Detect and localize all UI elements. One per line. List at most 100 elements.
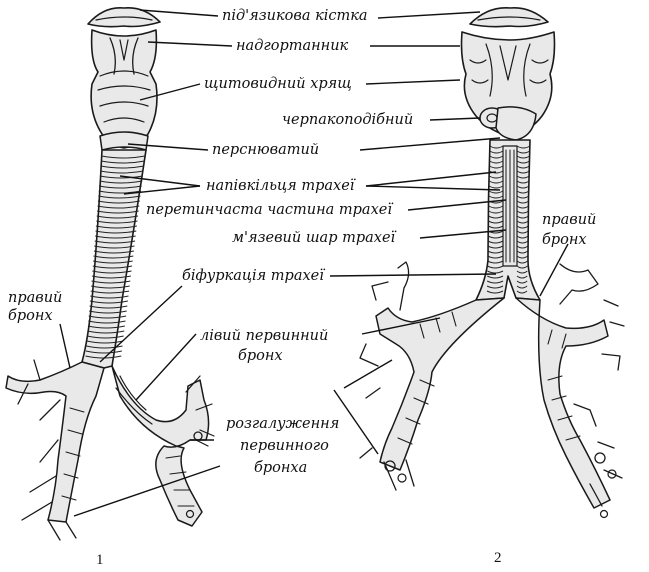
fig2-trachea-ring-right — [516, 165, 530, 169]
label-left-primary-line2: бронх — [238, 348, 283, 364]
fig1-trachea-ring — [100, 165, 145, 169]
fig2-trachea-ring-right — [516, 160, 530, 164]
fig2-trachea-ring-right — [516, 195, 530, 199]
fig1-trachea-ring — [100, 170, 144, 174]
fig1-trachea-ring — [90, 290, 130, 294]
label-right-bronchus-fig2-line2: бронх — [542, 232, 587, 248]
fig2-trachea-ring-right — [516, 280, 528, 284]
fig2-trachea-ring-left — [489, 165, 504, 169]
fig1-trachea-ring — [101, 155, 146, 159]
fig2-trachea-ring-left — [488, 215, 504, 219]
fig2-trachea-ring-right — [516, 275, 528, 279]
fig1-trachea-ring — [93, 250, 134, 254]
fig2-trachea-ring-right — [516, 260, 528, 264]
fig2-trachea-ring-left — [487, 265, 504, 269]
fig2-trachea-ring-left — [487, 275, 504, 279]
label-left-primary-line1: лівий первинний — [200, 328, 328, 344]
fig1-trachea-ring — [92, 270, 132, 274]
fig1-trachea-ring — [93, 255, 134, 259]
leader-muscular — [419, 229, 507, 239]
fig1-trachea-ring — [85, 350, 122, 354]
leader-halfring-fig2a — [365, 171, 497, 187]
leader-thyroid-fig1 — [139, 83, 201, 101]
leader-thyroid-fig2 — [365, 79, 461, 85]
fig1-trachea-ring — [90, 295, 129, 299]
leader-membranous — [407, 199, 507, 211]
label-right-bronchus-fig2-line1: правий — [542, 212, 596, 228]
fig1-trachea-ring — [96, 215, 139, 219]
fig2-trachea-ring-left — [489, 145, 504, 149]
label-right-bronchus-fig1-line1: правий — [8, 290, 62, 306]
leader-left-primary-fig1 — [135, 333, 197, 401]
fig2-trachea-ring-left — [487, 245, 504, 249]
fig2-trachea-ring-left — [487, 270, 504, 274]
fig2-right-bronchus — [515, 263, 625, 519]
fig2-trachea-ring-left — [488, 205, 504, 209]
fig2-trachea-ring-right — [516, 150, 531, 154]
fig1-left-bronchus — [111, 365, 215, 527]
fig1-trachea — [81, 149, 147, 369]
fig2-trachea-ring-right — [516, 220, 529, 224]
figure-number-1: 1 — [96, 552, 104, 568]
fig2-trachea-ring-right — [516, 270, 528, 274]
fig2-trachea-ring-right — [516, 285, 528, 289]
label-muscular-layer: м'язевий шар трахеї — [232, 230, 397, 246]
leader-cricoid-fig2 — [359, 137, 501, 151]
fig1-trachea-ring — [89, 300, 128, 304]
label-arytenoid: черпакоподібний — [282, 112, 413, 128]
leader-halfring-fig1b — [123, 185, 201, 195]
fig2-trachea-ring-right — [516, 210, 529, 214]
fig1-trachea-ring — [97, 210, 139, 214]
fig1-hyoid-bone — [87, 6, 161, 28]
fig1-trachea-ring — [88, 320, 126, 324]
fig2-trachea-ring-right — [516, 145, 531, 149]
fig1-larynx — [90, 29, 158, 149]
fig1-trachea-ring — [95, 230, 137, 234]
fig2-trachea-ring-left — [489, 150, 504, 154]
fig2-trachea-ring-left — [488, 225, 504, 229]
leader-right-bronchus-fig2 — [539, 243, 569, 297]
label-right-bronchus-fig1-line2: бронх — [8, 308, 53, 324]
fig2-trachea-ring-left — [488, 185, 504, 189]
fig2-arytenoid — [479, 106, 537, 141]
fig2-trachea-ring-left — [488, 195, 504, 199]
figure-1-illustration — [5, 6, 215, 541]
leader-hyoid-fig1 — [139, 9, 219, 17]
fig1-trachea-ring — [98, 190, 142, 194]
fig2-trachea-ring-right — [516, 250, 529, 254]
fig2-trachea-ring-left — [487, 240, 504, 244]
fig1-trachea-ring — [91, 275, 131, 279]
fig1-trachea-ring — [89, 310, 127, 314]
fig2-trachea-ring-right — [516, 175, 530, 179]
fig2-trachea-ring-left — [488, 190, 504, 194]
fig2-trachea-ring-left — [488, 180, 504, 184]
label-branching-line3: бронха — [254, 460, 307, 476]
fig2-trachea-ring-right — [516, 215, 529, 219]
label-half-rings: напівкільця трахеї — [206, 178, 356, 194]
figure-2-illustration — [359, 6, 625, 519]
fig2-trachea-ring-left — [487, 235, 504, 239]
fig1-trachea-ring — [86, 345, 123, 349]
fig1-trachea-ring — [87, 335, 124, 339]
fig2-trachea-ring-right — [516, 290, 528, 294]
fig2-trachea-ring-left — [487, 255, 504, 259]
fig1-trachea-ring — [91, 285, 130, 289]
fig1-trachea-ring — [94, 240, 136, 244]
fig1-trachea-ring — [87, 325, 125, 329]
fig1-trachea-ring — [86, 340, 124, 344]
fig2-trachea-ring-left — [486, 285, 504, 289]
fig1-trachea-ring — [91, 280, 131, 284]
fig2-trachea-ring-right — [516, 190, 530, 194]
fig2-trachea-ring-right — [516, 185, 530, 189]
fig2-left-bronchus — [359, 261, 505, 491]
fig2-trachea-ring-right — [516, 255, 528, 259]
leader-halfring-fig2b — [365, 185, 501, 191]
fig1-trachea-ring — [94, 245, 135, 249]
fig2-trachea-ring-left — [489, 175, 504, 179]
leader-right-bronchus-fig1 — [59, 323, 71, 369]
fig2-trachea-ring-left — [487, 250, 504, 254]
fig2-trachea-ring-left — [488, 210, 504, 214]
fig2-trachea-ring-right — [516, 265, 528, 269]
